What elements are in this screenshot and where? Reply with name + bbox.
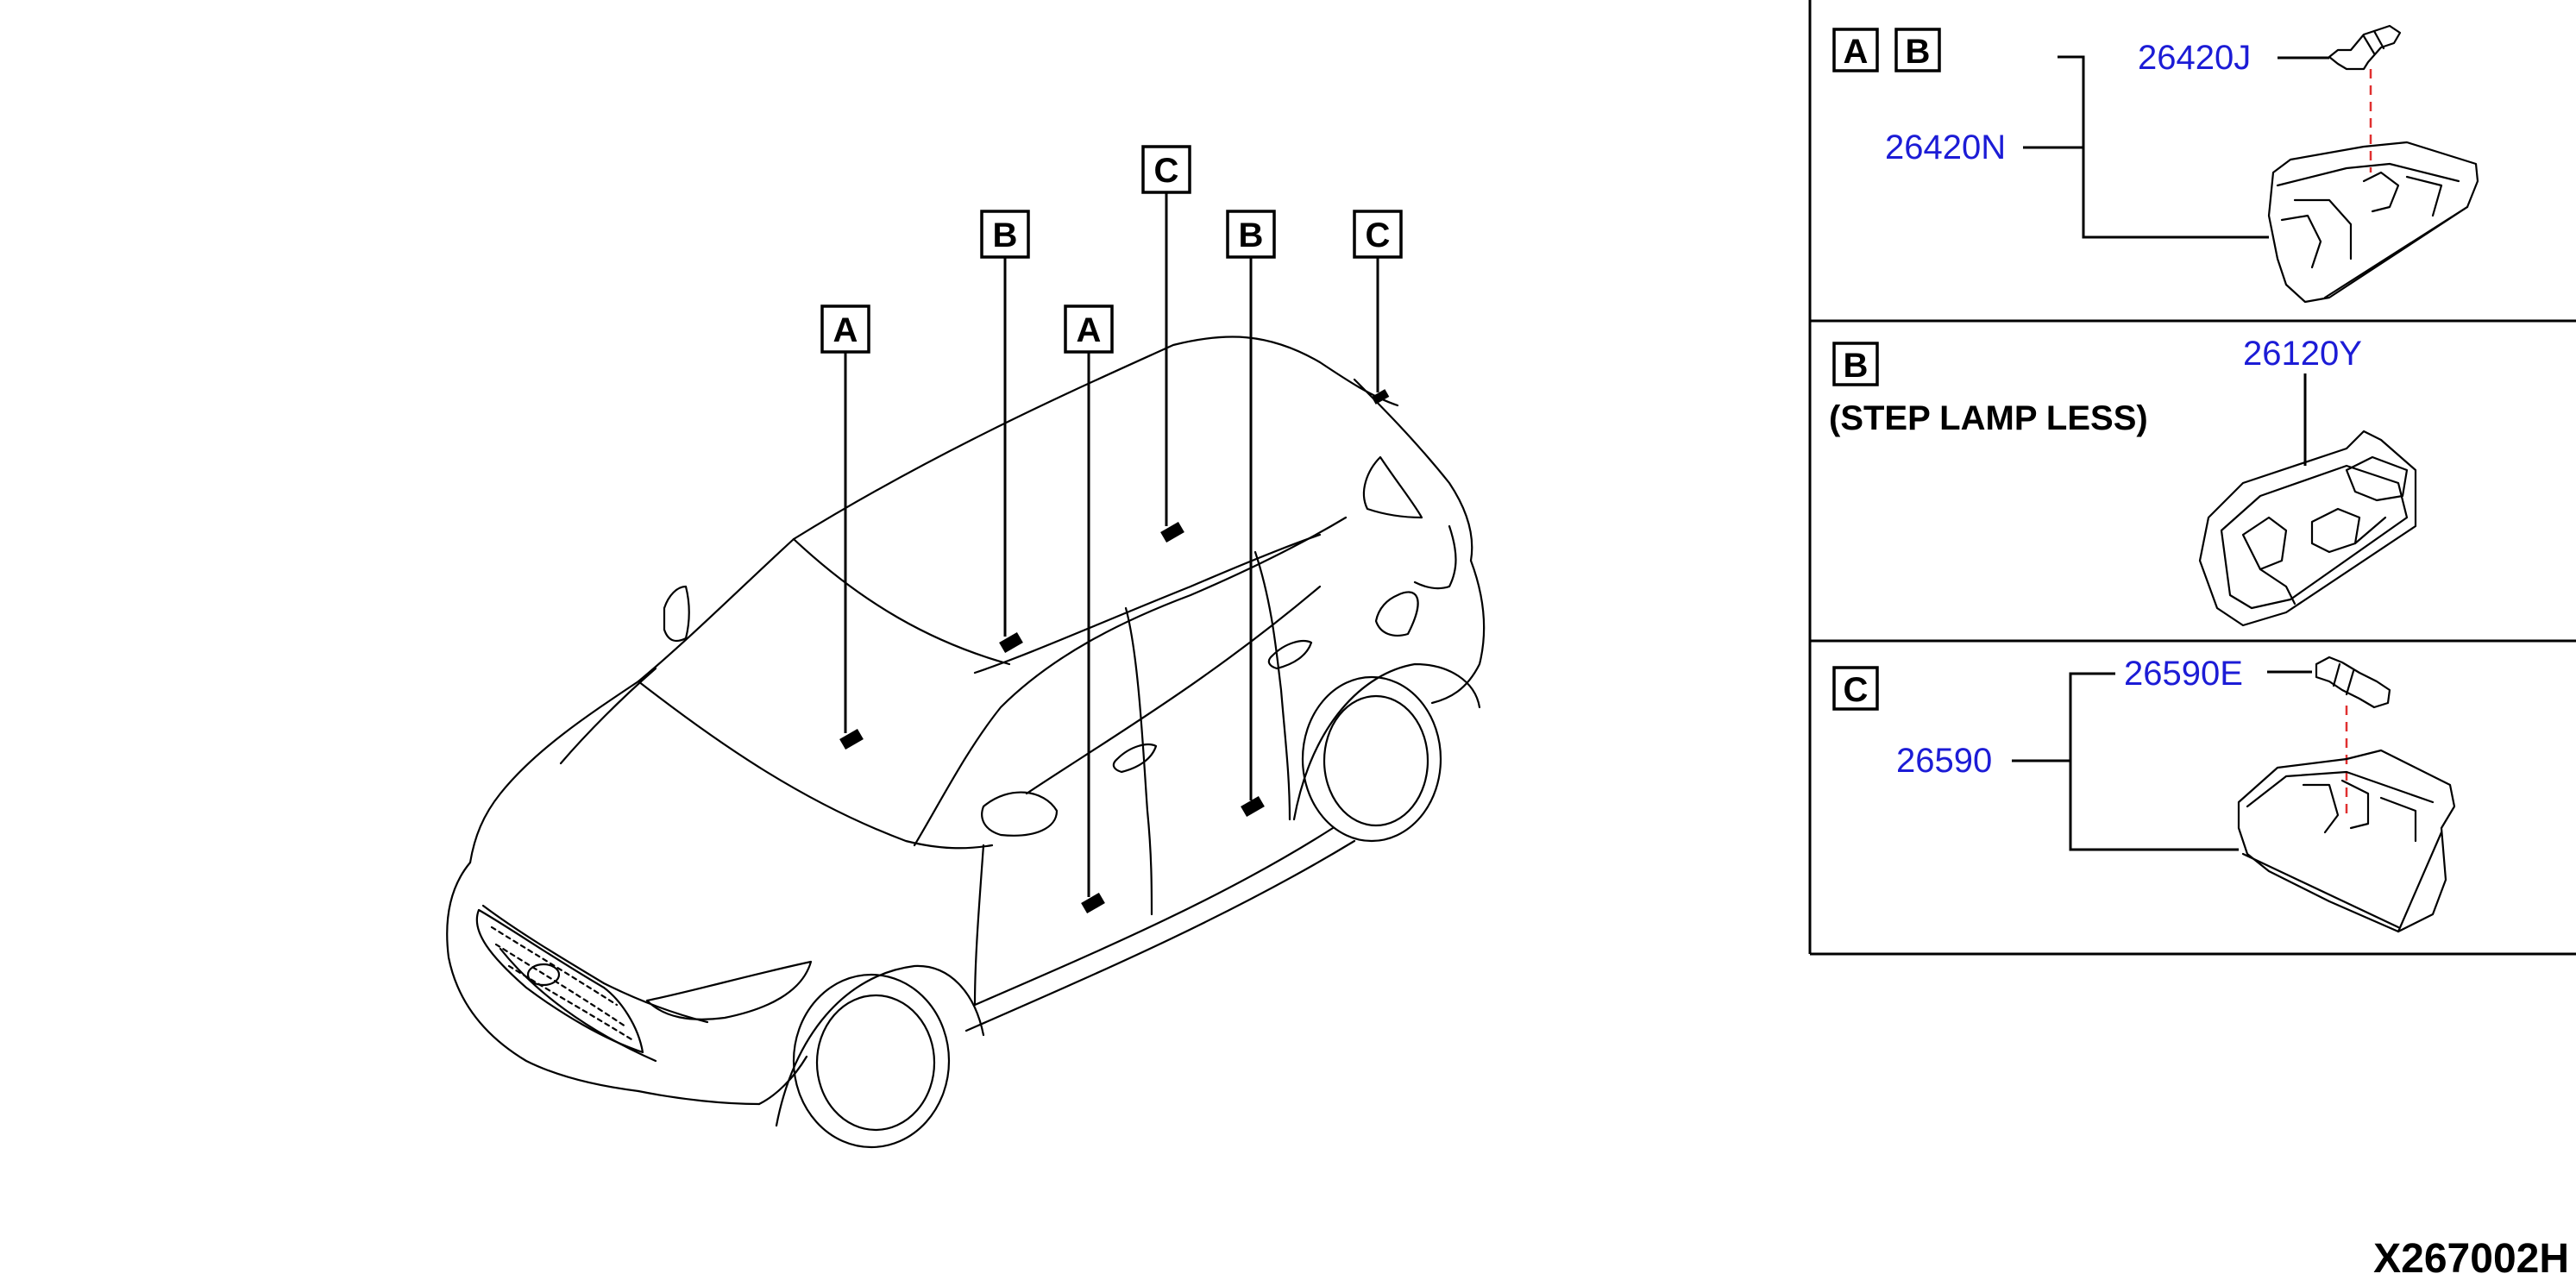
callout-c-left: C <box>1141 145 1191 526</box>
part-26590: 26590 <box>1896 742 1992 780</box>
callout-a-left: A <box>820 304 870 733</box>
part-26420n: 26420N <box>1885 129 2006 166</box>
panel-top: A B 26420J 26420N <box>1832 24 2479 304</box>
bulb-icon-c <box>2315 656 2391 709</box>
panel-top-label-b: B <box>1906 33 1931 71</box>
part-26420j: 26420J <box>2138 39 2251 77</box>
callout-c-right: C <box>1353 210 1403 392</box>
lamp-housing-icon <box>2267 141 2479 304</box>
callout-b-right: B <box>1226 210 1276 800</box>
callout-a-right: A <box>1064 304 1114 897</box>
callout-b-left: B <box>980 210 1030 637</box>
diagram-code: X267002H <box>2373 1236 2569 1280</box>
step-lamp-note: (STEP LAMP LESS) <box>1829 399 2148 437</box>
bulb-icon <box>2328 24 2402 71</box>
callout-a-right-label: A <box>1077 311 1102 349</box>
lamp-housing-icon-c <box>2237 749 2456 933</box>
panel-middle-label-b: B <box>1844 347 1869 385</box>
callout-b-right-label: B <box>1239 216 1264 254</box>
panel-middle: B (STEP LAMP LESS) 26120Y <box>1829 335 2417 627</box>
part-26120y: 26120Y <box>2243 335 2362 373</box>
callout-a-left-label: A <box>833 311 858 349</box>
step-lamp-housing-icon <box>2198 430 2417 627</box>
part-26590e: 26590E <box>2124 655 2243 693</box>
panel-top-label-a: A <box>1844 33 1869 71</box>
callout-b-left-label: B <box>993 216 1018 254</box>
callout-c-right-label: C <box>1366 216 1391 254</box>
panel-bottom-label-c: C <box>1844 671 1869 709</box>
detail-panel-frame <box>1808 0 2576 956</box>
callout-c-left-label: C <box>1154 152 1179 190</box>
vehicle-drawing <box>446 336 1486 1149</box>
panel-bottom: C 26590E 26590 <box>1832 655 2456 933</box>
